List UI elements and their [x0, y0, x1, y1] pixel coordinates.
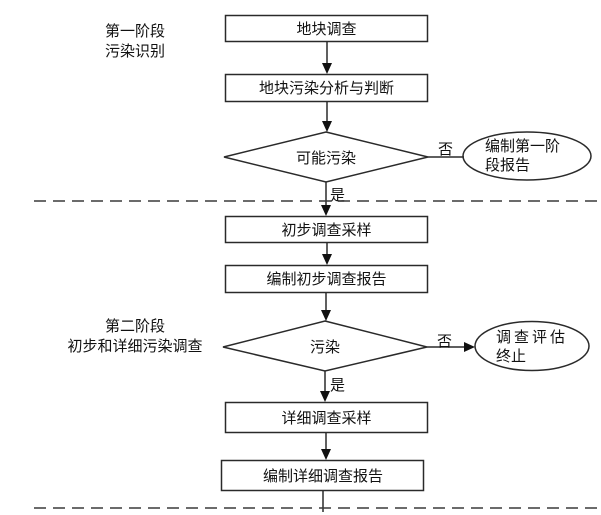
box-analysis-shape — [224, 73, 429, 103]
diamond-possible-pollution-label: 可能污染 — [295, 149, 356, 167]
arrowhead-down-icon — [322, 63, 332, 74]
arrowhead-down-icon — [321, 205, 331, 216]
stage1-label: 第一阶段 污染识别 — [105, 22, 165, 62]
ellipse-phase1-report-line1: 编制第一阶 — [485, 138, 561, 155]
stage2-label-line2: 初步和详细污染调查 — [67, 338, 203, 355]
stage1-label-line1: 第一阶段 — [105, 23, 166, 40]
stage2-label-line1: 第二阶段 — [104, 318, 165, 335]
ellipse-terminate-label: 调查评估 终止 — [475, 322, 590, 371]
ellipse-terminate-line2: 终止 — [496, 347, 527, 365]
box-detailed-sampling: 详细调查采样 — [281, 409, 372, 427]
arrowhead-down-icon — [321, 449, 331, 460]
box-site-survey: 地块调查 — [296, 20, 357, 38]
diamond-pollution-label: 污染 — [309, 338, 340, 356]
box-detailed-report-shape — [220, 459, 425, 492]
diamond1-no-label: 否 — [438, 141, 454, 158]
arrowhead-right-icon — [464, 342, 475, 352]
ellipse-phase1-report-label: 编制第一阶 段报告 — [463, 132, 592, 180]
diamond2-no-label: 否 — [437, 333, 453, 350]
arrowhead-down-icon — [320, 391, 330, 402]
box-preliminary-report: 编制初步调查报告 — [266, 271, 387, 288]
diamond1-yes-label: 是 — [330, 187, 346, 204]
arrowhead-down-icon — [321, 310, 331, 321]
ellipse-terminate-line1: 调查评估 — [496, 328, 569, 346]
ellipse-terminate-shape — [474, 320, 590, 372]
ellipse-phase1-report-shape — [462, 131, 592, 181]
box-detailed-sampling-shape — [224, 401, 429, 434]
arrowhead-down-icon — [322, 121, 332, 132]
box-site-survey-shape — [224, 14, 429, 43]
box-analysis: 地块污染分析与判断 — [258, 80, 394, 97]
diamond2-yes-label: 是 — [330, 377, 346, 394]
stage2-label: 第二阶段 初步和详细污染调查 — [64, 317, 206, 357]
box-detailed-report: 编制详细调查报告 — [262, 467, 383, 485]
box-preliminary-report-shape — [224, 264, 429, 294]
box-preliminary-sampling: 初步调查采样 — [281, 221, 372, 239]
stage1-label-line2: 污染识别 — [105, 43, 166, 60]
ellipse-phase1-report-line2: 段报告 — [485, 157, 531, 174]
arrowhead-down-icon — [322, 254, 332, 265]
